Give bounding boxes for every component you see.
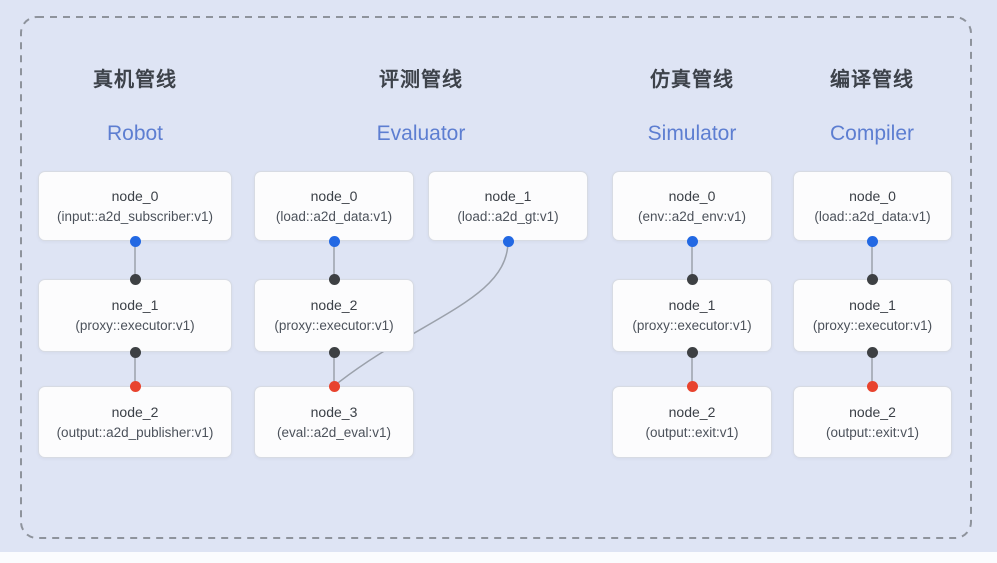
node-title: node_1 bbox=[668, 297, 716, 313]
port-dot-black bbox=[328, 273, 340, 285]
port-dot-black bbox=[328, 346, 340, 358]
port-dot-red bbox=[328, 380, 340, 392]
node-card-evaluator-node3: node_3 (eval::a2d_eval:v1) bbox=[254, 386, 414, 458]
port-dot-red bbox=[129, 380, 141, 392]
node-title: node_2 bbox=[111, 403, 159, 420]
port-dot-black bbox=[129, 273, 141, 285]
port-dot-blue bbox=[328, 235, 340, 247]
port-dot-red bbox=[866, 380, 878, 392]
node-subtitle: (env::a2d_env:v1) bbox=[637, 208, 747, 224]
node-title: node_2 bbox=[849, 403, 896, 420]
pipeline-title-en-evaluator: Evaluator bbox=[376, 122, 466, 145]
node-card-robot-node0: node_0 (input::a2d_subscriber:v1) bbox=[38, 171, 232, 241]
pipeline-title-zh-compiler: 编译管线 bbox=[830, 69, 914, 91]
port-dot-blue bbox=[502, 235, 514, 247]
node-subtitle: (load::a2d_data:v1) bbox=[275, 208, 393, 224]
node-title: node_0 bbox=[849, 187, 896, 204]
node-subtitle: (input::a2d_subscriber:v1) bbox=[56, 208, 214, 224]
node-title: node_2 bbox=[310, 297, 358, 313]
node-card-robot-node2: node_2 (output::a2d_publisher:v1) bbox=[38, 386, 232, 458]
node-title: node_1 bbox=[849, 297, 896, 313]
node-card-robot-node1: node_1 (proxy::executor:v1) bbox=[38, 279, 232, 352]
node-title: node_3 bbox=[310, 403, 358, 420]
pipeline-title-zh-robot: 真机管线 bbox=[93, 69, 177, 91]
panel-dashed-border bbox=[20, 16, 972, 539]
node-card-compiler-node0: node_0 (load::a2d_data:v1) bbox=[793, 171, 952, 241]
edge-curve bbox=[333, 240, 509, 387]
port-dot-blue bbox=[129, 235, 141, 247]
node-title: node_0 bbox=[668, 187, 716, 204]
node-card-compiler-node2: node_2 (output::exit:v1) bbox=[793, 386, 952, 458]
node-title: node_2 bbox=[668, 403, 716, 420]
node-subtitle: (output::a2d_publisher:v1) bbox=[56, 424, 214, 440]
port-dot-red bbox=[686, 380, 698, 392]
node-subtitle: (proxy::executor:v1) bbox=[632, 318, 752, 333]
node-subtitle: (load::a2d_data:v1) bbox=[814, 208, 931, 224]
node-subtitle: (proxy::executor:v1) bbox=[274, 318, 394, 333]
port-dot-blue bbox=[686, 235, 698, 247]
node-subtitle: (output::exit:v1) bbox=[645, 424, 739, 440]
port-dot-black bbox=[686, 346, 698, 358]
port-dot-black bbox=[866, 346, 878, 358]
node-title: node_0 bbox=[111, 187, 159, 204]
node-card-simulator-node0: node_0 (env::a2d_env:v1) bbox=[612, 171, 772, 241]
node-card-simulator-node1: node_1 (proxy::executor:v1) bbox=[612, 279, 772, 352]
node-subtitle: (eval::a2d_eval:v1) bbox=[276, 424, 392, 440]
pipeline-title-en-compiler: Compiler bbox=[829, 122, 915, 145]
node-title: node_1 bbox=[484, 187, 532, 204]
node-subtitle: (proxy::executor:v1) bbox=[812, 318, 933, 333]
pipeline-title-zh-evaluator: 评测管线 bbox=[379, 69, 463, 91]
pipeline-title-zh-simulator: 仿真管线 bbox=[650, 69, 734, 91]
node-card-evaluator-node0: node_0 (load::a2d_data:v1) bbox=[254, 171, 414, 241]
node-card-evaluator-node1: node_1 (load::a2d_gt:v1) bbox=[428, 171, 588, 241]
port-dot-black bbox=[866, 273, 878, 285]
port-dot-black bbox=[686, 273, 698, 285]
node-subtitle: (output::exit:v1) bbox=[825, 424, 920, 440]
node-card-evaluator-node2: node_2 (proxy::executor:v1) bbox=[254, 279, 414, 352]
port-dot-black bbox=[129, 346, 141, 358]
node-card-compiler-node1: node_1 (proxy::executor:v1) bbox=[793, 279, 952, 352]
port-dot-blue bbox=[866, 235, 878, 247]
pipeline-title-en-simulator: Simulator bbox=[647, 122, 737, 145]
node-card-simulator-node2: node_2 (output::exit:v1) bbox=[612, 386, 772, 458]
node-subtitle: (proxy::executor:v1) bbox=[75, 318, 195, 333]
node-subtitle: (load::a2d_gt:v1) bbox=[457, 208, 559, 224]
pipeline-title-en-robot: Robot bbox=[106, 122, 164, 145]
node-title: node_1 bbox=[111, 297, 159, 313]
node-title: node_0 bbox=[310, 187, 358, 204]
